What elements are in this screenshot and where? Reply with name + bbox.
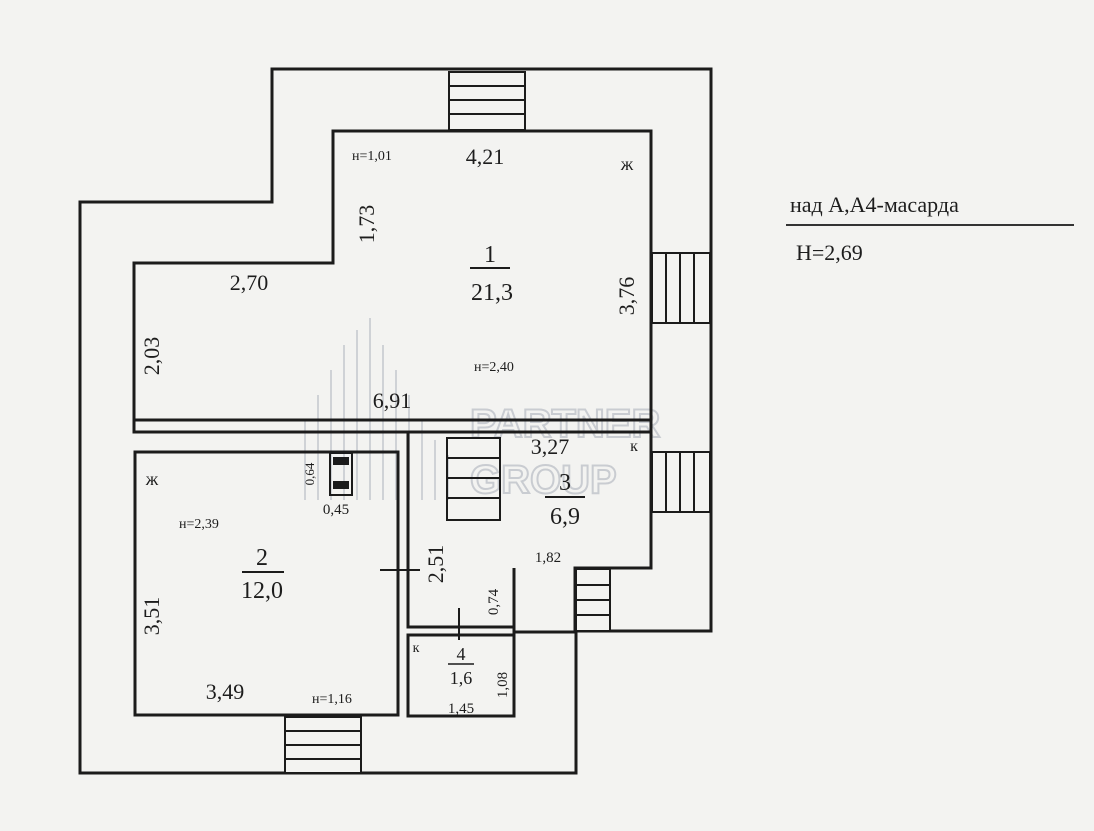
dim-3-49: 3,49: [206, 679, 245, 704]
staircase: [446, 437, 501, 521]
window-right-lower: [651, 451, 711, 513]
dim-3-27: 3,27: [531, 434, 570, 459]
window-room3: [575, 568, 611, 632]
room-4-number: 4: [457, 644, 466, 664]
height-2-40: н=2,40: [474, 360, 514, 375]
dim-1-08: 1,08: [495, 672, 511, 698]
dim-2-03: 2,03: [139, 337, 164, 376]
watermark-line2: GROUP: [470, 458, 617, 502]
height-2-39: н=2,39: [179, 517, 219, 532]
side-note-height: Н=2,69: [796, 240, 863, 265]
height-1-16: н=1,16: [312, 692, 352, 707]
room-2-area: 12,0: [241, 578, 283, 604]
dim-1-82: 1,82: [535, 550, 561, 566]
window-right-upper: [651, 252, 711, 324]
mark-k-room4: к: [413, 641, 420, 656]
room-2-number: 2: [256, 545, 268, 571]
room-4-area: 1,6: [450, 668, 473, 688]
dim-2-70: 2,70: [230, 270, 269, 295]
mark-zh-room1: ж: [620, 154, 634, 174]
side-note-title: над А,А4-масарда: [790, 192, 959, 217]
room-3-number: 3: [559, 470, 571, 496]
side-note-underline: [786, 224, 1074, 226]
dim-1-73: 1,73: [354, 205, 379, 244]
mark-zh-room2: ж: [145, 469, 159, 489]
room-1-outline: [132, 129, 653, 434]
watermark-line1: PARTNER: [470, 402, 660, 446]
dim-1-45: 1,45: [448, 701, 474, 717]
dim-3-51: 3,51: [139, 597, 164, 636]
dim-0-64: 0,64: [302, 462, 317, 485]
window-top: [448, 71, 526, 131]
dim-4-21: 4,21: [466, 144, 505, 169]
room-1-area: 21,3: [471, 280, 513, 306]
room-1-number: 1: [484, 242, 496, 268]
height-1-01: н=1,01: [352, 149, 392, 164]
window-bottom: [284, 716, 362, 774]
room-4-outline: [406, 633, 516, 718]
watermark: PARTNER GROUP: [304, 318, 661, 503]
dim-2-51: 2,51: [423, 545, 448, 584]
dim-0-74: 0,74: [486, 588, 502, 615]
chimney: [329, 452, 353, 496]
mark-k-room3: к: [630, 438, 638, 455]
dim-3-76: 3,76: [614, 277, 639, 316]
dim-0-45: 0,45: [323, 502, 349, 518]
side-note: над А,А4-масарда Н=2,69: [786, 192, 1074, 266]
room-3-area: 6,9: [550, 504, 580, 530]
dim-6-91: 6,91: [373, 388, 412, 413]
